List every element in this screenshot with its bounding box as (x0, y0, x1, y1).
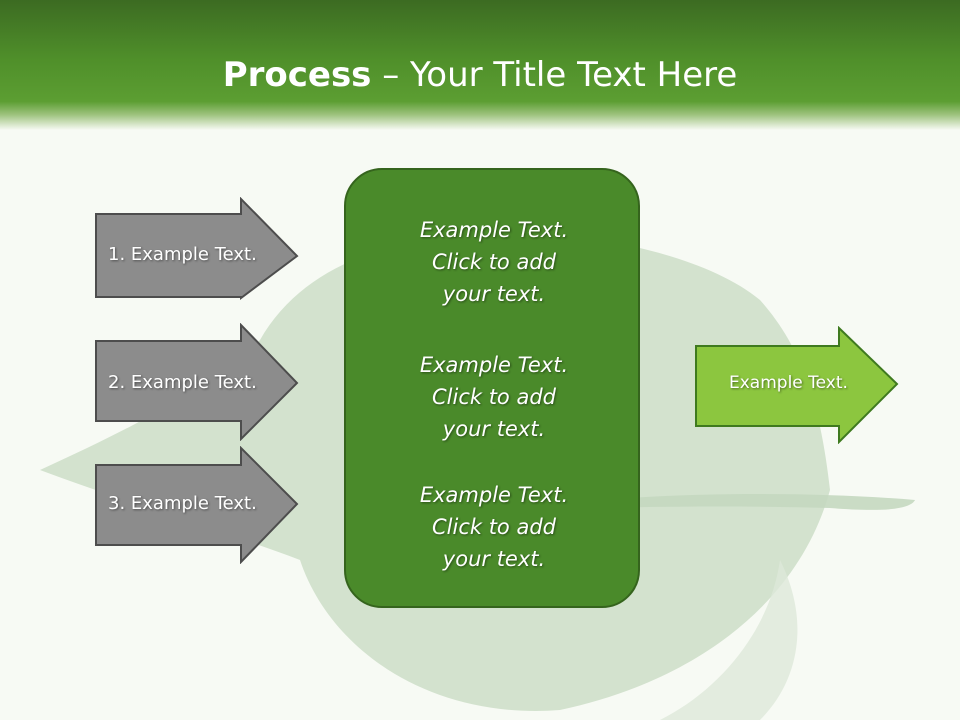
center-text-line: Click to add (431, 385, 556, 409)
page-title: Process – Your Title Text Here (0, 50, 960, 100)
center-text-line: Example Text. (419, 483, 569, 507)
output-arrow-label: Example Text. (729, 373, 848, 393)
input-arrow-3 (95, 446, 299, 564)
input-arrow-2-label: 2. Example Text. (108, 372, 257, 393)
center-text-line: Click to add (431, 250, 556, 274)
center-process-box: Example Text. Click to add your text. Ex… (344, 168, 640, 608)
title-bar (0, 0, 960, 130)
center-text-line: Click to add (431, 515, 556, 539)
center-text-line: your text. (442, 282, 546, 306)
center-text-line: Example Text. (419, 353, 569, 377)
center-text-line: Example Text. (419, 218, 569, 242)
input-arrow-1 (95, 197, 299, 300)
center-text-block-3: Example Text. Click to add your text. (346, 479, 642, 575)
input-arrow-3-label: 3. Example Text. (108, 493, 257, 514)
center-text-block-1: Example Text. Click to add your text. (346, 214, 642, 310)
input-arrow-1-label: 1. Example Text. (108, 244, 257, 265)
center-text-line: your text. (442, 417, 546, 441)
center-text-block-2: Example Text. Click to add your text. (346, 349, 642, 445)
center-text-line: your text. (442, 547, 546, 571)
title-bold: Process (222, 55, 372, 95)
title-rest: – Your Title Text Here (371, 55, 738, 95)
input-arrow-2 (95, 323, 299, 441)
output-arrow (695, 326, 899, 444)
